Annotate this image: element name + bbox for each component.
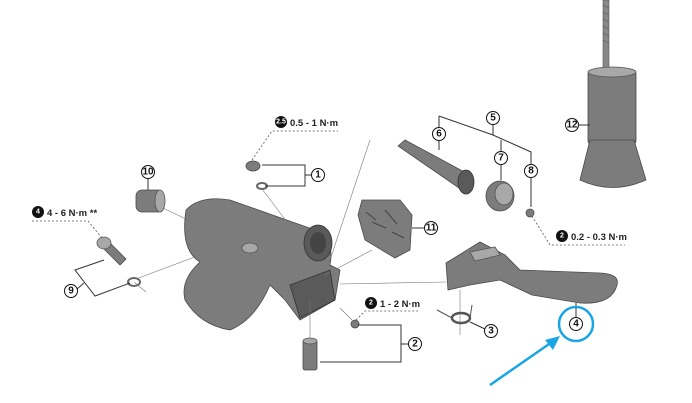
torque-spec-1: 2.5 0.5 - 1 N·m xyxy=(251,116,338,161)
svg-text:1: 1 xyxy=(315,170,321,181)
callout-4: 4 xyxy=(569,303,583,331)
part-10-bushing xyxy=(135,189,189,221)
callout-2: 2 xyxy=(320,324,422,363)
callout-7: 7 xyxy=(494,151,508,165)
svg-text:0.5 - 1 N·m: 0.5 - 1 N·m xyxy=(290,118,338,129)
torque-spec-3: 2 0.2 - 0.3 N·m xyxy=(531,215,627,246)
svg-text:11: 11 xyxy=(426,223,437,234)
part-6-grip xyxy=(329,139,475,261)
highlight-circle xyxy=(557,305,595,343)
part-9-bolt xyxy=(96,236,241,293)
torque-spec-4: 2 1 - 2 N·m xyxy=(355,297,420,321)
callout-1: 1 xyxy=(262,164,325,187)
svg-text:2.5: 2.5 xyxy=(276,119,286,126)
callout-5-group xyxy=(438,115,532,207)
svg-text:9: 9 xyxy=(68,286,74,297)
torque-spec-2: 4 4 - 6 N·m ** xyxy=(32,206,103,239)
callout-10: 10 xyxy=(141,165,155,190)
svg-text:8: 8 xyxy=(528,166,534,177)
part-4-lever xyxy=(339,241,618,304)
callout-5: 5 xyxy=(486,111,500,125)
svg-text:4: 4 xyxy=(573,319,579,330)
svg-text:2: 2 xyxy=(369,300,373,307)
part-main-body xyxy=(183,198,341,331)
part-12-tool xyxy=(579,0,647,188)
part-11-cover xyxy=(324,199,413,276)
svg-text:6: 6 xyxy=(436,129,442,140)
svg-text:5: 5 xyxy=(490,113,496,124)
svg-text:2: 2 xyxy=(560,233,564,240)
svg-text:4: 4 xyxy=(36,209,40,216)
highlight-arrow xyxy=(489,336,560,387)
callout-6: 6 xyxy=(432,127,446,141)
svg-text:12: 12 xyxy=(566,120,578,131)
callout-11: 11 xyxy=(412,221,438,235)
svg-text:10: 10 xyxy=(142,167,154,178)
callout-3: 3 xyxy=(469,321,498,338)
part-2-pin-and-nut xyxy=(302,300,360,371)
callout-8: 8 xyxy=(524,164,538,178)
svg-text:7: 7 xyxy=(498,153,504,164)
part-8-nut xyxy=(525,208,535,218)
part-7-cap xyxy=(485,180,515,212)
callout-12: 12 xyxy=(565,118,590,132)
part-3-spring xyxy=(436,290,473,335)
svg-text:2: 2 xyxy=(412,339,418,350)
svg-text:4 - 6 N·m **: 4 - 6 N·m ** xyxy=(47,208,97,219)
svg-text:3: 3 xyxy=(488,326,494,337)
svg-text:1 - 2 N·m: 1 - 2 N·m xyxy=(380,299,420,310)
svg-text:0.2 - 0.3 N·m: 0.2 - 0.3 N·m xyxy=(571,232,627,243)
callout-9: 9 xyxy=(64,259,131,298)
